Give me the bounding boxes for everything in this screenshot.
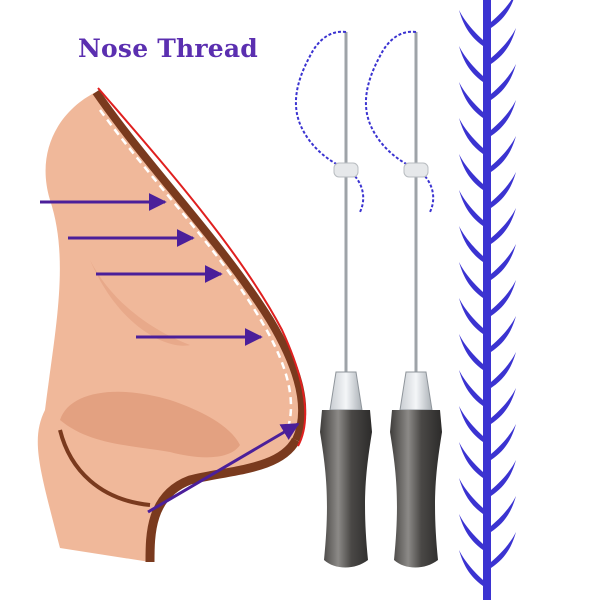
alar-outline [58,429,151,507]
insertion-arrows [40,193,300,514]
thread-clip [403,162,429,178]
needle-hub [329,371,363,411]
cannula-needle-icon-2 [364,30,442,568]
arrow-5 [147,422,300,514]
barb-left [459,262,483,298]
barb-left [459,46,483,82]
needle-handle [390,410,442,568]
needle-thread [364,30,435,213]
barb-right [491,100,516,136]
barb-left [459,550,483,586]
barb-left [459,118,483,154]
thread-path-dashed [98,109,293,429]
needle-hub [399,371,433,411]
barb-right [491,280,516,316]
nose-base-outline [145,437,300,563]
barb-left [459,82,483,118]
barb-left [459,10,483,46]
barb-left [459,514,483,550]
nostril-shade [60,391,240,458]
barbed-thread-icon [459,0,516,600]
barb-left [459,226,483,262]
barb-left [459,154,483,190]
barb-left [459,334,483,370]
nose-illustration-icon [37,87,307,563]
thread-barbs [459,0,516,586]
barb-left [459,478,483,514]
barb-right [491,244,516,280]
barb-right [491,0,514,28]
barb-right [491,136,516,172]
barb-right [491,352,516,388]
barb-right [491,64,516,100]
title: Nose Thread [78,34,258,63]
barb-right [491,460,516,496]
barb-left [459,406,483,442]
cannula-needle-icon-1 [294,30,372,568]
barb-left [459,298,483,334]
thread-core [483,0,491,600]
nose-bridge-outline [92,89,307,442]
barb-right [491,316,516,352]
barb-right [491,532,516,568]
barb-right [491,208,516,244]
thread-clip [333,162,359,178]
barb-left [459,190,483,226]
needle-thread [294,30,365,213]
barb-left [459,442,483,478]
barb-right [491,172,516,208]
barb-right [491,496,516,532]
needle-handle [320,410,372,568]
target-contour-line [97,87,307,447]
barb-left [459,370,483,406]
barb-right [491,424,516,460]
barb-right [491,28,516,64]
barb-right [491,388,516,424]
